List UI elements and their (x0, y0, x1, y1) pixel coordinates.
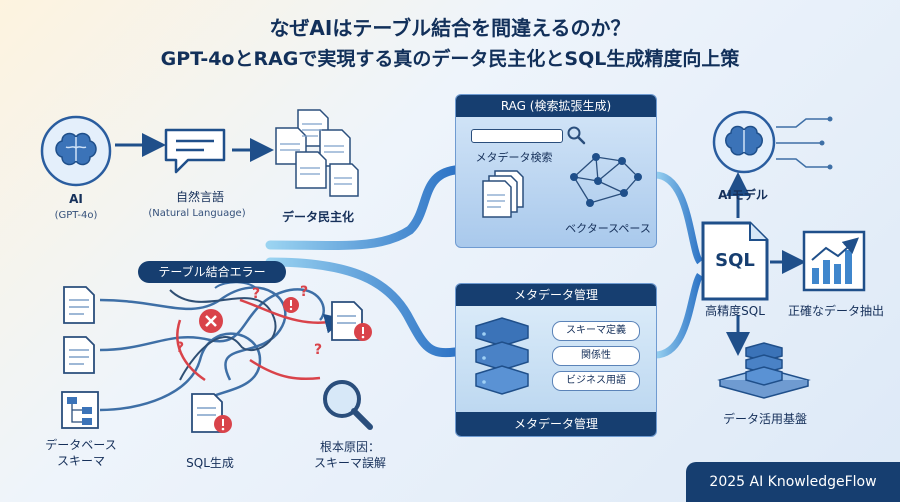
meta-item-business-terms: ビジネス用語 (552, 371, 640, 391)
question-mark: ? (314, 342, 323, 358)
circuit-lines-icon (776, 116, 833, 170)
documents-stack-icon (482, 170, 524, 218)
documents-icon (275, 109, 359, 197)
rag-panel-title: RAG (検索拡張生成) (456, 95, 656, 117)
rag-search-label: メタデータ検索 (475, 151, 553, 164)
question-mark: ? (176, 340, 185, 356)
nl-label: 自然言語 (175, 190, 224, 204)
ai-model-label: AIモデル (718, 188, 768, 202)
sql-file-icon (701, 221, 769, 301)
metadata-panel: メタデータ管理 スキーマ定義 関係性 ビジネス用語 メタデータ管理 (455, 283, 657, 437)
ai-sub-label: (GPT-4o) (54, 210, 98, 221)
schema-document-icon (63, 336, 95, 374)
magnifier-icon (323, 380, 373, 430)
sql-file-text: SQL (715, 250, 755, 271)
rag-vector-label: ベクタースペース (565, 222, 651, 235)
table-join-error-tag: テーブル結合エラー (138, 261, 286, 283)
question-mark: ? (300, 284, 309, 300)
rag-panel: RAG (検索拡張生成) メタデータ検索 ベクタースペース (455, 94, 657, 248)
sql-precision-label: 高精度SQL (705, 304, 765, 318)
schema-label-line2: スキーマ (56, 454, 105, 468)
extraction-label: 正確なデータ抽出 (787, 304, 884, 318)
platform-label: データ活用基盤 (722, 412, 807, 426)
page-subtitle: GPT-4oとRAGで実現する真のデータ民主化とSQL生成精度向上策 (160, 48, 740, 70)
search-icon (567, 126, 586, 145)
meta-item-schema: スキーマ定義 (552, 321, 640, 341)
metadata-panel-footer: メタデータ管理 (456, 412, 656, 436)
footer-brand: 2025 AI KnowledgeFlow (686, 462, 900, 502)
root-cause-line1: 根本原因： (319, 440, 380, 454)
question-mark: ? (252, 286, 261, 302)
database-server-icon (475, 317, 529, 395)
metadata-panel-title: メタデータ管理 (456, 284, 656, 306)
ai-brain-icon (40, 115, 112, 187)
schema-document-icon (63, 286, 95, 324)
schema-label-line1: データベース (45, 438, 117, 452)
sql-gen-label: SQL生成 (186, 456, 234, 470)
ai-label: AI (69, 192, 83, 206)
bar-chart-icon (802, 230, 866, 292)
meta-item-relationships: 関係性 (552, 346, 640, 366)
root-cause-line2: スキーマ誤解 (313, 456, 386, 470)
speech-bubble-icon (164, 128, 226, 174)
vector-network-icon (570, 153, 642, 207)
democratization-label: データ民主化 (281, 210, 354, 224)
sql-document-icon (191, 393, 232, 433)
ai-model-brain-icon (712, 110, 776, 174)
error-x-icon (199, 309, 223, 333)
nl-sub-label: (Natural Language) (148, 208, 246, 219)
error-document-icon (331, 301, 372, 341)
schema-diagram-icon (61, 391, 99, 429)
search-bar (471, 129, 563, 143)
server-platform-icon (717, 342, 811, 399)
error-alert-icon (283, 297, 299, 313)
page-title: なぜAIはテーブル結合を間違えるのか？ (269, 16, 631, 40)
